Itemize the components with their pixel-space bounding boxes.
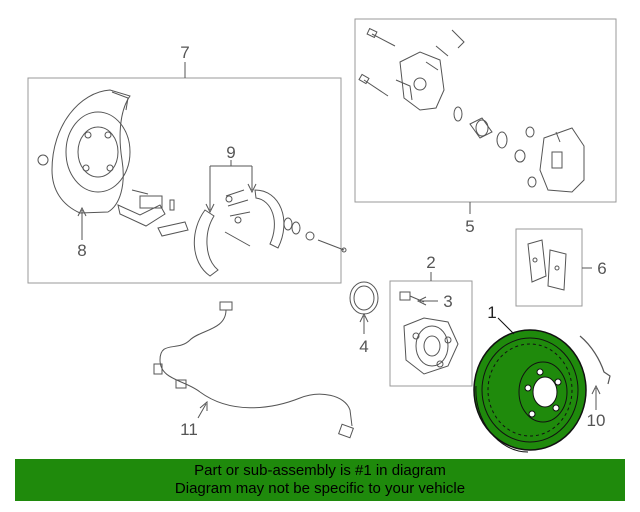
callout-1: 1: [487, 303, 496, 322]
shield-clip-part[interactable]: [579, 335, 611, 385]
callout-9-leader: [205, 160, 257, 214]
parking-brake-shoes-part[interactable]: [193, 189, 285, 277]
callout-10: 10: [587, 411, 606, 430]
callout-8: 8: [77, 241, 86, 260]
diagram-notice-banner: Part or sub-assembly is #1 in diagram Di…: [15, 459, 625, 501]
banner-line-2: Diagram may not be specific to your vehi…: [174, 480, 466, 497]
callout-10-leader: [591, 384, 601, 410]
callout-6: 6: [597, 259, 606, 278]
group-box-hub: [389, 280, 473, 387]
callout-1-leader: [497, 317, 515, 335]
callout-7: 7: [180, 43, 189, 62]
caliper-bracket-part[interactable]: [539, 127, 585, 193]
callout-3: 3: [443, 292, 452, 311]
backing-plate-part[interactable]: [37, 89, 131, 214]
wheel-hub-part[interactable]: [403, 317, 459, 375]
group-box-caliper: [354, 18, 617, 203]
brake-adjuster-part[interactable]: [117, 189, 189, 237]
callout-3-leader: [416, 296, 438, 306]
abs-sensor-wire-part[interactable]: [153, 301, 354, 439]
callout-5: 5: [465, 217, 474, 236]
caliper-bolts-part[interactable]: [358, 27, 465, 97]
callout-11: 11: [180, 420, 198, 439]
callout-9: 9: [226, 143, 235, 162]
callout-11-leader: [197, 400, 208, 419]
caliper-body-part[interactable]: [395, 51, 445, 111]
piston-seals-part[interactable]: [453, 106, 537, 188]
callout-2: 2: [426, 253, 435, 272]
hold-down-pins-part[interactable]: [283, 217, 347, 253]
callout-8-leader: [77, 206, 87, 240]
callout-4-leader: [359, 312, 369, 334]
brake-pads-part[interactable]: [527, 239, 567, 291]
seal-ring-part[interactable]: [349, 281, 379, 315]
callout-4: 4: [359, 337, 368, 356]
brake-rotor-part[interactable]: [473, 329, 587, 453]
banner-line-1: Part or sub-assembly is #1 in diagram: [194, 462, 446, 479]
group-box-parking-brake: [27, 77, 342, 284]
